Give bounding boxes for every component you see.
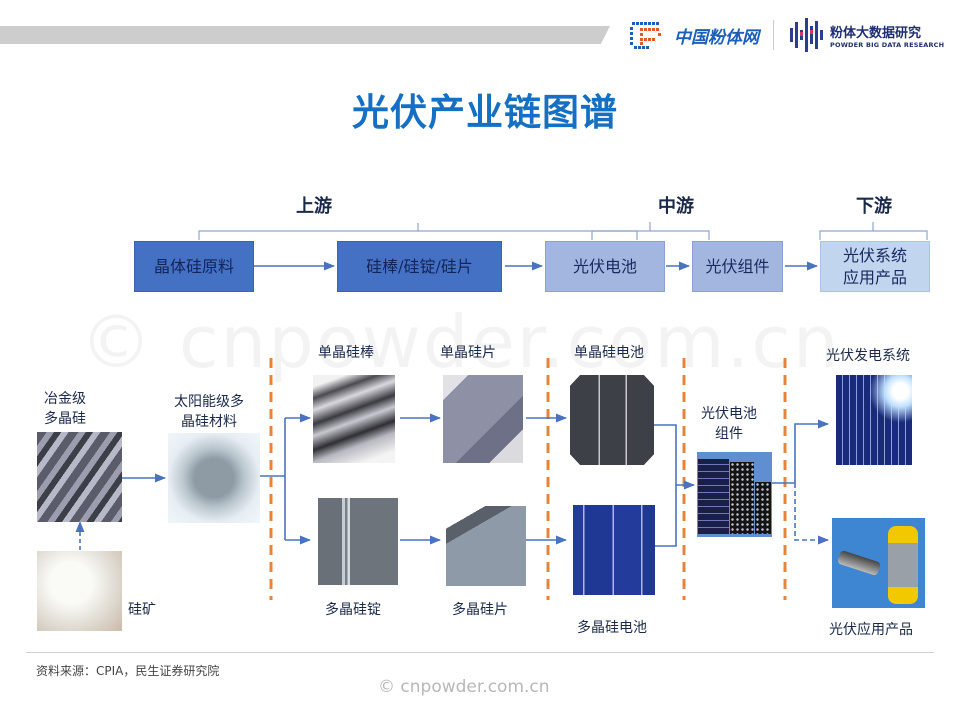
label-mono-wafer: 单晶硅片: [440, 345, 496, 361]
poly-wafer-image: [446, 506, 526, 586]
upstream-bracket-right: [418, 230, 638, 240]
label-mono-cell: 单晶硅电池: [574, 345, 644, 361]
logo-bigdata-subtitle: POWDER BIG DATA RESEARCH: [830, 40, 945, 49]
module-panel-3: [755, 482, 771, 534]
label-poly-wafer: 多晶硅片: [452, 602, 508, 618]
label-metallurgical-si-line2: 多晶硅: [44, 411, 86, 427]
logo-divider: [773, 20, 774, 50]
stage-upstream: 上游: [296, 196, 332, 217]
header-bar: [0, 26, 610, 44]
bracket-midstream: [591, 222, 710, 240]
flow-box-pv-system-line1: 光伏系统: [842, 245, 907, 265]
label-solar-grade-line1: 太阳能级多: [174, 394, 244, 410]
page-title: 光伏产业链图谱: [352, 91, 618, 134]
cnpowder-logo-icon: [630, 22, 661, 49]
stage-downstream: 下游: [856, 196, 892, 217]
header-logos: 中国粉体网 粉体大数据研究 POWDER BIG DATA RESEARCH: [628, 14, 948, 56]
label-pv-system: 光伏发电系统: [826, 348, 910, 364]
label-silicon-ore: 硅矿: [128, 602, 156, 618]
flow-box-rod-ingot-wafer: 硅棒/硅锭/硅片: [337, 241, 502, 292]
lantern-shape: [888, 526, 918, 604]
logo-cnpowder-text: 中国粉体网: [674, 27, 759, 48]
arrow-cells-merge: [654, 424, 694, 547]
label-metallurgical-si: 冶金级 多晶硅: [44, 389, 86, 429]
flow-box-pv-module: 光伏组件: [692, 241, 783, 292]
bracket-upstream-main: [199, 231, 418, 240]
flow-box-pv-cell: 光伏电池: [545, 241, 665, 292]
solar-grade-silicon-image: [168, 433, 260, 523]
big-data-logo-icon: [790, 18, 823, 52]
source-note: 资料来源：CPIA，民生证券研究院: [36, 664, 220, 678]
stage-midstream: 中游: [658, 196, 694, 217]
bracket-upstream: [198, 223, 419, 240]
label-poly-ingot: 多晶硅锭: [325, 602, 381, 618]
pv-products-image: [832, 518, 925, 608]
module-panel-2: [730, 462, 754, 534]
flow-box-pv-system: 光伏系统 应用产品: [820, 241, 930, 292]
label-solar-grade-line2: 晶硅材料: [181, 414, 237, 430]
poly-ingot-image: [318, 498, 398, 585]
flow-box-crystalline-silicon: 晶体硅原料: [134, 241, 254, 292]
flow-box-pv-system-line2: 应用产品: [842, 267, 907, 287]
label-metallurgical-si-line1: 冶金级: [44, 391, 86, 407]
mono-rod-image: [313, 375, 395, 463]
mono-wafer-image: [443, 375, 523, 463]
footer-divider: [26, 652, 934, 653]
bracket-downstream: [819, 222, 928, 240]
logo-bigdata-title: 粉体大数据研究: [830, 25, 922, 41]
arrow-module-to-products: [794, 483, 830, 545]
label-pv-module: 光伏电池 组件: [701, 404, 757, 444]
watermark-footer: © cnpowder.com.cn: [378, 677, 550, 697]
label-pv-module-line2: 组件: [715, 426, 743, 442]
bracket-upstream-line: [199, 224, 418, 240]
label-pv-module-line1: 光伏电池: [701, 406, 757, 422]
pv-module-image: [697, 452, 772, 537]
arrow-split-line: [260, 418, 286, 540]
watermark-large: © cnpowder.com.cn: [80, 300, 841, 384]
metallurgical-silicon-image: [37, 432, 122, 522]
label-poly-cell: 多晶硅电池: [577, 620, 647, 636]
flashlight-shape: [836, 549, 882, 577]
arrow-module-split: [772, 419, 830, 484]
poly-cell-image: [573, 505, 655, 595]
silicon-ore-image: [37, 551, 122, 631]
module-panel-1: [698, 459, 729, 534]
label-mono-rod: 单晶硅棒: [318, 345, 374, 361]
label-pv-products: 光伏应用产品: [829, 622, 913, 638]
label-solar-grade: 太阳能级多 晶硅材料: [174, 392, 244, 432]
mono-cell-image: [570, 375, 654, 465]
pv-system-image: [836, 375, 912, 465]
